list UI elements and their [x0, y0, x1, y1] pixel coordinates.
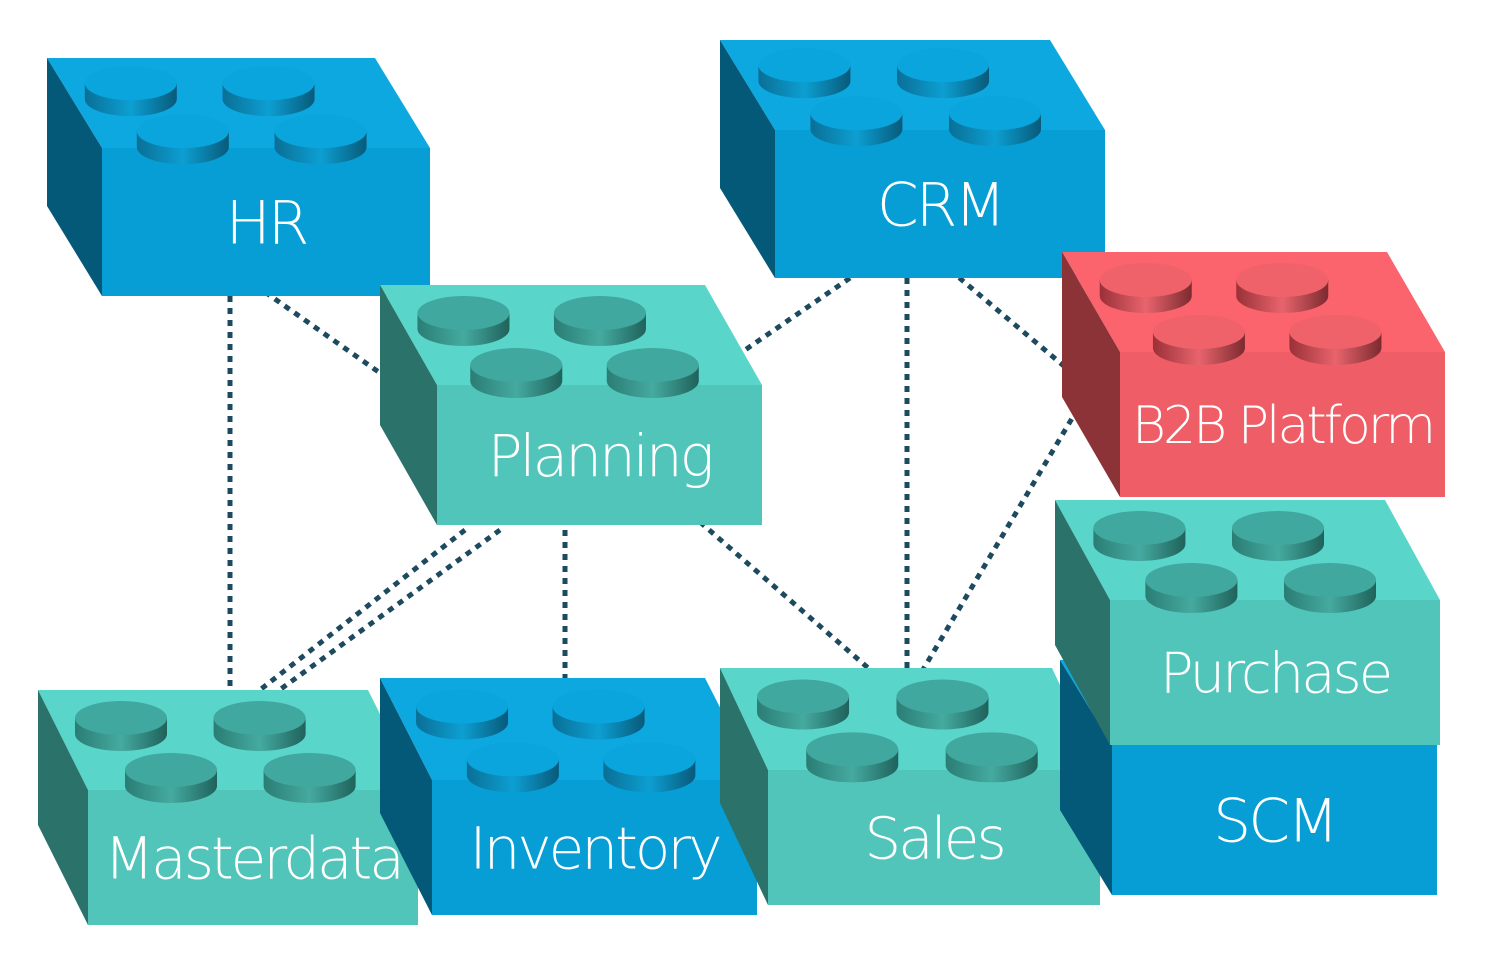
block-planning[interactable]: Planning [380, 285, 762, 525]
block-label-inventory: Inventory [469, 814, 720, 882]
stud-top [75, 701, 167, 735]
block-label-purchase: Purchase [1160, 642, 1390, 707]
stud-top [1232, 511, 1324, 545]
block-label-sales: Sales [864, 804, 1003, 872]
block-studs [758, 48, 1041, 147]
block-side-face [720, 40, 775, 278]
stud-top [136, 114, 229, 149]
connector-planning-sales [698, 520, 907, 702]
block-studs [75, 701, 356, 803]
block-front-face [102, 148, 430, 296]
block-front-face [1112, 745, 1437, 895]
block-label-scm: SCM [1213, 787, 1336, 857]
block-label-crm: CRM [877, 171, 1003, 241]
stud-top [84, 66, 177, 101]
block-crm[interactable]: CRM [720, 40, 1105, 278]
block-studs [757, 679, 1038, 783]
stud-top [263, 753, 356, 787]
block-studs [84, 66, 367, 165]
stud-top [757, 679, 850, 714]
block-side-face [38, 690, 88, 925]
connector-planning-masterdata-secondary [243, 527, 502, 718]
block-front-face [1120, 352, 1445, 497]
block-purchase[interactable]: Purchase [1055, 500, 1440, 745]
block-front-face [432, 780, 757, 915]
stud-top [1152, 315, 1245, 349]
block-front-face [1110, 600, 1440, 745]
stud-top [603, 742, 696, 777]
stud-top [470, 348, 563, 382]
stud-top [606, 348, 699, 382]
block-front-face [775, 130, 1105, 278]
stud-top [417, 296, 510, 330]
block-front-face [88, 790, 418, 925]
block-studs [417, 296, 699, 398]
stud-top [896, 679, 989, 714]
stud-top [222, 66, 315, 101]
block-side-face [1060, 660, 1112, 895]
block-b2b[interactable]: B2B Platform [1062, 252, 1445, 497]
stud-top [1145, 563, 1238, 597]
stud-top [1099, 263, 1192, 297]
stud-top [897, 48, 989, 83]
block-sales[interactable]: Sales [720, 668, 1100, 905]
stud-top [274, 114, 367, 149]
block-hr[interactable]: HR [47, 58, 430, 296]
block-label-masterdata: Masterdata [104, 824, 402, 892]
block-label-hr: HR [226, 189, 307, 259]
connector-b2b-sales [902, 386, 1093, 702]
block-masterdata[interactable]: Masterdata [38, 690, 418, 925]
block-front-face [437, 385, 762, 525]
stud-top [810, 96, 903, 131]
block-studs [416, 689, 696, 793]
block-label-b2b: B2B Platform [1132, 396, 1433, 456]
stud-top [945, 732, 1038, 767]
stud-top [949, 96, 1041, 131]
block-studs [1099, 263, 1382, 365]
stud-top [1289, 315, 1382, 349]
stud-top [466, 742, 559, 777]
stud-top [553, 296, 646, 330]
block-label-planning: Planning [488, 422, 712, 490]
block-side-face [47, 58, 102, 296]
stud-top [416, 689, 509, 724]
stud-top [213, 701, 306, 735]
stud-top [1093, 511, 1186, 545]
stud-top [1284, 563, 1376, 597]
stud-top [125, 753, 217, 787]
block-inventory[interactable]: Inventory [380, 678, 757, 915]
stud-top [806, 732, 899, 767]
block-studs [1093, 511, 1376, 613]
block-side-face [720, 668, 768, 905]
connector-crm-planning [743, 275, 852, 353]
block-side-face [380, 285, 437, 525]
stud-top [758, 48, 851, 83]
block-front-face [768, 770, 1100, 905]
stud-top [552, 689, 645, 724]
block-side-face [1062, 252, 1120, 497]
block-side-face [1055, 500, 1110, 745]
stud-top [1236, 263, 1329, 297]
block-side-face [380, 678, 432, 915]
